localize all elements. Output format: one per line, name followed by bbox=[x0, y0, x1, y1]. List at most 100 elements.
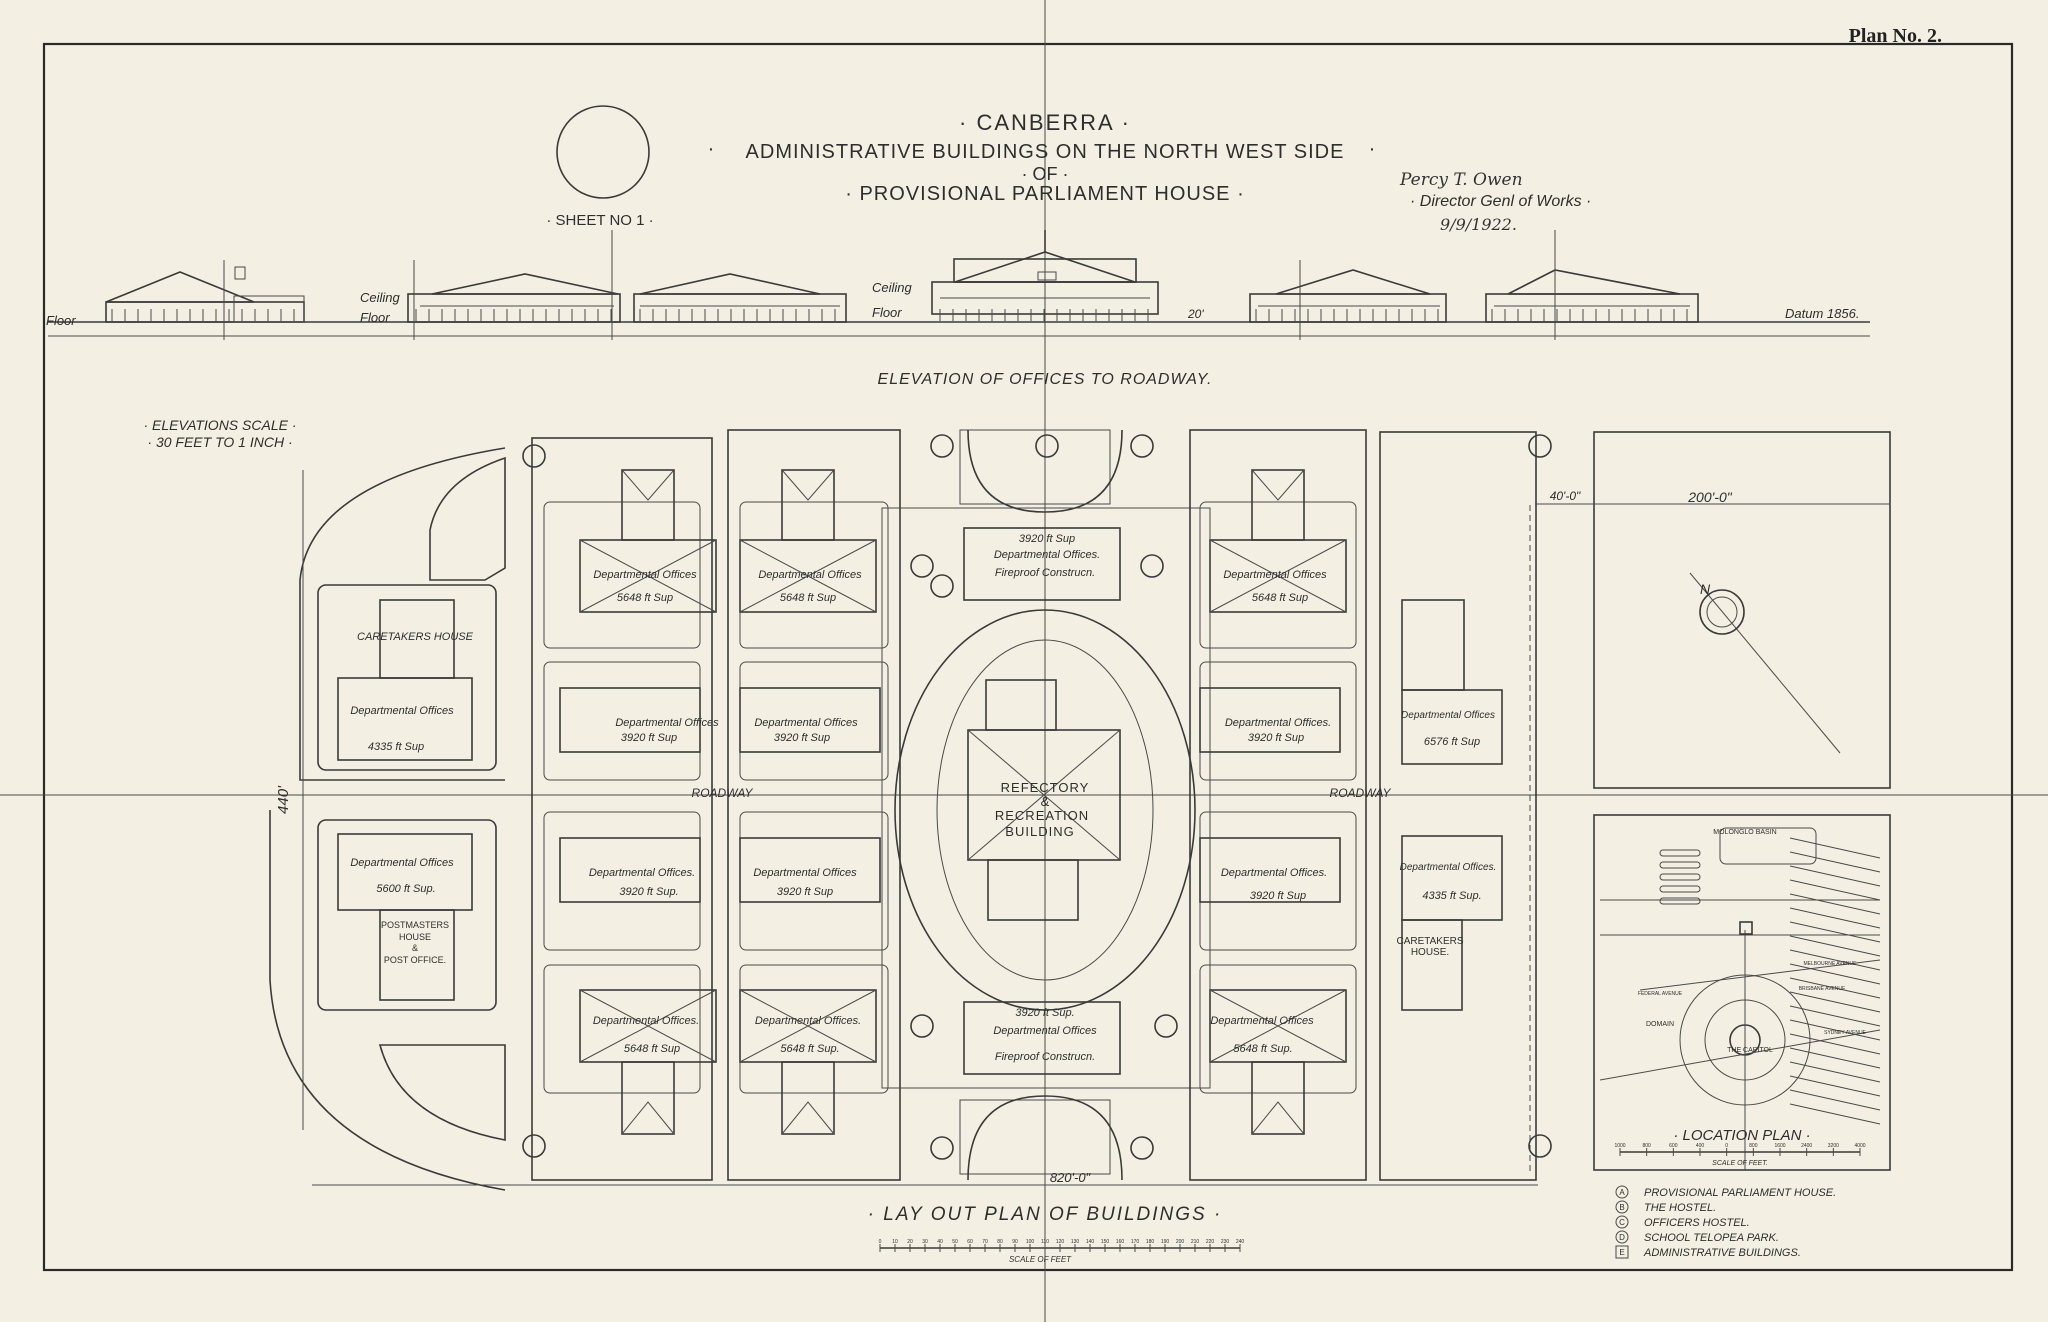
caretakers-right-1: CARETAKERS bbox=[1396, 936, 1463, 947]
building-body bbox=[579, 539, 717, 613]
tree bbox=[1154, 1014, 1178, 1038]
location-scale-tick-label: 800 bbox=[1642, 1143, 1651, 1149]
scale-tick-label: 0 bbox=[879, 1239, 882, 1245]
location-street bbox=[1789, 963, 1881, 985]
elevation-scale-line-2: · 30 FEET TO 1 INCH · bbox=[147, 434, 292, 450]
label-dept-c2: Departmental Offices bbox=[753, 867, 857, 879]
scale-tick-label: 60 bbox=[967, 1239, 973, 1245]
tree bbox=[522, 444, 546, 468]
ceiling-label-1: Ceiling bbox=[360, 290, 401, 305]
postmaster-3: & bbox=[412, 943, 418, 953]
trees bbox=[522, 434, 1552, 1160]
label-area-d2: 5648 ft Sup. bbox=[780, 1043, 839, 1055]
floor-label-3: Floor bbox=[872, 305, 902, 320]
tree bbox=[1140, 554, 1164, 578]
scale-tick-label: 70 bbox=[982, 1239, 988, 1245]
building-wing bbox=[1251, 469, 1305, 541]
loc-molonglo: MOLONGLO BASIN bbox=[1713, 829, 1776, 836]
building-body bbox=[337, 677, 473, 761]
location-block bbox=[1659, 885, 1701, 893]
scale-tick-label: 40 bbox=[937, 1239, 943, 1245]
label-area-left-2: 5600 ft Sup. bbox=[376, 883, 435, 895]
tree bbox=[1528, 1134, 1552, 1158]
building-roof-line bbox=[621, 1101, 675, 1135]
loc-ave3: MELBOURNE AVENUE bbox=[1804, 961, 1858, 967]
scale-tick-label: 30 bbox=[922, 1239, 928, 1245]
location-street bbox=[1789, 1047, 1881, 1069]
label-dept-d1: Departmental Offices. bbox=[593, 1015, 699, 1027]
label-dept-d2: Departmental Offices. bbox=[755, 1015, 861, 1027]
postmaster-4: POST OFFICE. bbox=[384, 955, 446, 965]
building-roof-line bbox=[621, 469, 675, 501]
title-circle bbox=[556, 105, 650, 199]
location-street bbox=[1789, 1033, 1881, 1055]
floor-label-1: Floor bbox=[46, 313, 76, 328]
building-body bbox=[739, 539, 877, 613]
floor-label-2: Floor bbox=[360, 310, 390, 325]
title-line-2: ADMINISTRATIVE BUILDINGS ON THE NORTH WE… bbox=[746, 141, 1345, 163]
label-area-a2: 5648 ft Sup bbox=[780, 592, 836, 604]
signature-name: Percy T. Owen bbox=[1399, 170, 1523, 190]
location-street bbox=[1789, 893, 1881, 915]
ceiling-label-2: Ceiling bbox=[872, 280, 913, 295]
tree bbox=[930, 1136, 954, 1160]
sheet-border bbox=[42, 42, 2014, 1272]
office-block bbox=[963, 527, 1121, 601]
loc-ave4: BRISBANE AVENUE bbox=[1799, 986, 1846, 992]
scale-tick-label: 10 bbox=[892, 1239, 898, 1245]
location-block bbox=[1659, 849, 1701, 857]
building-body bbox=[1401, 689, 1503, 765]
layout-plan: ROADWAY ROADWAY 820'-0" 440' 40'-0" 200'… bbox=[269, 429, 1891, 1264]
width-dimension: 820'-0" bbox=[1050, 1170, 1092, 1185]
elevation-caption: ELEVATION OF OFFICES TO ROADWAY. bbox=[878, 371, 1213, 388]
refectory-3: RECREATION bbox=[995, 808, 1089, 823]
label-dept-g1: Departmental Offices. bbox=[1221, 867, 1327, 879]
location-street bbox=[1789, 977, 1881, 999]
building-roof-line bbox=[579, 989, 717, 1063]
scale-tick-label: 100 bbox=[1026, 1239, 1035, 1245]
location-street bbox=[1789, 865, 1881, 887]
title-line-4: · PROVISIONAL PARLIAMENT HOUSE · bbox=[845, 183, 1244, 205]
title-block: · CANBERRA · · ADMINISTRATIVE BUILDINGS … bbox=[546, 110, 1375, 229]
tree bbox=[930, 434, 954, 458]
location-street bbox=[1789, 1019, 1881, 1041]
label-dept-a2: Departmental Offices bbox=[758, 569, 862, 581]
scale-tick-label: 90 bbox=[1012, 1239, 1018, 1245]
label-dept-f1: Departmental Offices. bbox=[1225, 717, 1331, 729]
legend-text: OFFICERS HOSTEL. bbox=[1644, 1217, 1750, 1229]
building-labels: CARETAKERS HOUSE Departmental Offices 43… bbox=[350, 533, 1496, 1063]
label-dept-left-2: Departmental Offices bbox=[350, 857, 454, 869]
building-roof-line bbox=[781, 469, 835, 501]
title-line-3: · OF · bbox=[1022, 164, 1069, 184]
roadway-label-right: ROADWAY bbox=[1330, 786, 1392, 800]
building-body bbox=[1401, 835, 1503, 921]
scale-tick-label: 200 bbox=[1176, 1239, 1185, 1245]
label-dept-bottom-center: Departmental Offices bbox=[993, 1025, 1097, 1037]
building-wing bbox=[781, 469, 835, 541]
elevation-drawing: Floor Ceiling Floor Ceiling Floor 20' Da… bbox=[46, 230, 1870, 388]
scale-tick-label: 220 bbox=[1206, 1239, 1215, 1245]
building-roof-line bbox=[781, 1101, 835, 1135]
label-dept-b1: Departmental Offices bbox=[615, 717, 719, 729]
legend-key: A bbox=[1619, 1188, 1625, 1197]
tree bbox=[1528, 434, 1552, 458]
building-wing bbox=[621, 1061, 675, 1135]
scale-tick-label: 120 bbox=[1056, 1239, 1065, 1245]
label-area-a1: 5648 ft Sup bbox=[617, 592, 673, 604]
tree bbox=[1130, 1136, 1154, 1160]
office-block bbox=[559, 687, 701, 753]
roadway-label-left: ROADWAY bbox=[692, 786, 754, 800]
north-arrow-circle bbox=[1699, 589, 1745, 635]
office-block bbox=[559, 837, 701, 903]
building-wing bbox=[621, 469, 675, 541]
refectory-1: REFECTORY bbox=[1001, 780, 1090, 795]
legend-key: B bbox=[1619, 1203, 1624, 1212]
location-street bbox=[1789, 879, 1881, 901]
location-scale-tick-label: 600 bbox=[1669, 1143, 1678, 1149]
location-block bbox=[1659, 873, 1701, 881]
label-dept-j1: Departmental Offices. bbox=[1400, 862, 1497, 873]
legend-key-box bbox=[1615, 1245, 1629, 1259]
building-wing bbox=[379, 909, 455, 1001]
